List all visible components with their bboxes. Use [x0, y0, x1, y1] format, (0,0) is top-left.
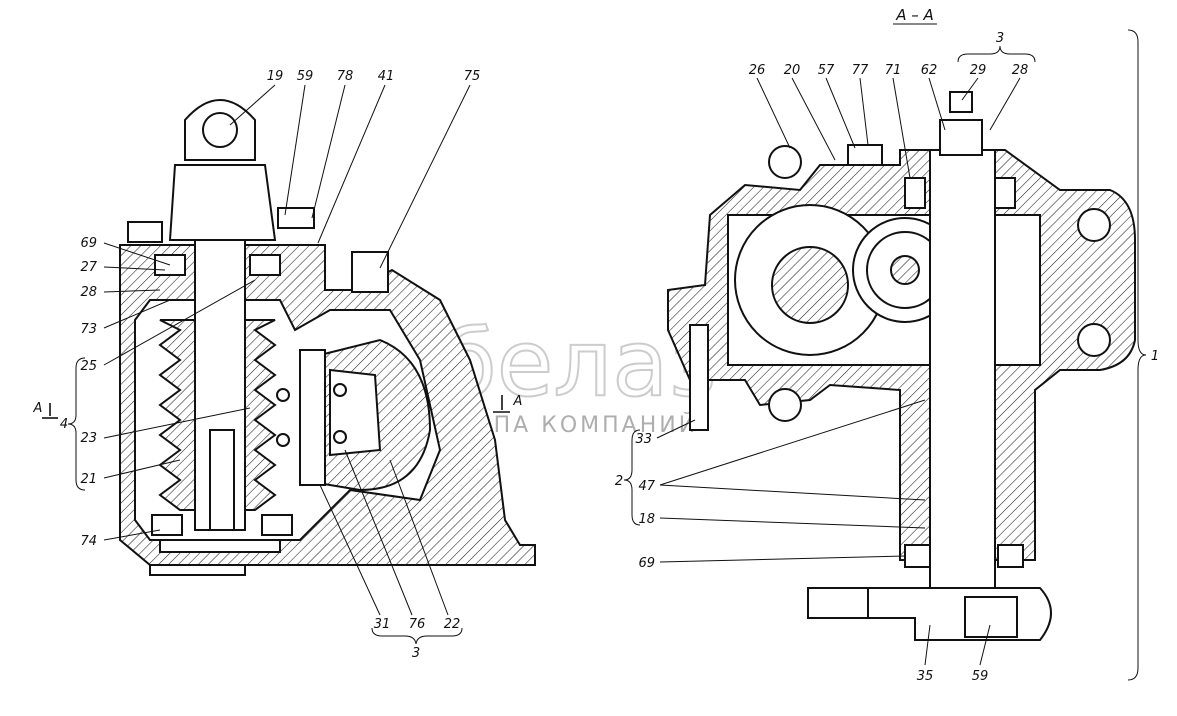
left-ball-b	[333, 430, 347, 444]
section-mark-right: А	[513, 394, 523, 409]
left-shaft-bore	[209, 429, 235, 531]
label-28: 28	[80, 285, 97, 300]
label-26: 26	[749, 63, 766, 78]
right-seal-right	[997, 544, 1024, 568]
right-bolt-hole-b	[1077, 208, 1111, 242]
left-base-strip	[149, 564, 246, 576]
left-bearing-bottom-r	[261, 514, 293, 536]
right-seal-left	[904, 544, 931, 568]
label-29: 29	[970, 63, 987, 78]
right-pin-33	[689, 324, 709, 431]
label-77: 77	[852, 63, 869, 78]
left-plug-75	[351, 251, 389, 293]
left-view: 19 59 78 41 75 69 27 28 73 25 23 21 74 4…	[33, 69, 536, 661]
right-leader-lines	[623, 29, 1147, 681]
label-20: 20	[784, 63, 801, 78]
right-bolt-hole-a	[768, 145, 802, 179]
left-bearing-top-r	[249, 254, 281, 276]
left-eye-hole	[202, 112, 238, 148]
right-bolt-hole-c	[1077, 323, 1111, 357]
right-bolt-77	[847, 144, 883, 166]
label-69-right: 69	[638, 556, 655, 571]
label-41: 41	[378, 69, 395, 84]
label-25: 25	[80, 359, 97, 374]
left-ball-d	[276, 433, 290, 447]
right-pinion-core	[890, 255, 920, 285]
group-label-3-right: 3	[996, 31, 1004, 46]
right-seal-71-right	[994, 177, 1016, 209]
section-mark-left: А	[33, 401, 43, 416]
label-59-right: 59	[972, 669, 989, 684]
label-35: 35	[917, 669, 934, 684]
label-33: 33	[635, 432, 652, 447]
label-23: 23	[80, 431, 97, 446]
right-shaft-top	[939, 119, 983, 156]
right-clamp-bolt	[964, 596, 1018, 638]
label-75: 75	[464, 69, 481, 84]
right-pitman-arm	[867, 587, 1052, 641]
group-label-1: 1	[1151, 349, 1159, 364]
label-21: 21	[80, 472, 97, 487]
left-roller-axle	[299, 349, 326, 486]
right-bolt-hole-d	[768, 388, 802, 422]
label-18: 18	[638, 512, 655, 527]
group-label-2: 2	[615, 474, 623, 489]
left-ball-a	[333, 383, 347, 397]
group-label-3-left: 3	[412, 646, 420, 661]
right-view: А – А	[615, 6, 1159, 684]
label-19: 19	[267, 69, 284, 84]
label-78: 78	[337, 69, 354, 84]
label-69: 69	[80, 236, 97, 251]
left-bearing-bottom	[151, 514, 183, 536]
label-27: 27	[80, 260, 97, 275]
left-bolt-a	[127, 221, 163, 243]
left-ball-c	[276, 388, 290, 402]
label-59: 59	[297, 69, 314, 84]
right-seal-71-left	[904, 177, 926, 209]
left-bolt-b	[277, 207, 315, 229]
right-vertical-shaft	[929, 149, 996, 591]
label-62: 62	[921, 63, 938, 78]
label-31: 31	[374, 617, 391, 632]
right-shaft-nut	[949, 91, 973, 113]
left-bottom-cover	[159, 539, 281, 553]
label-57: 57	[818, 63, 835, 78]
label-73: 73	[80, 322, 97, 337]
label-28-right: 28	[1012, 63, 1029, 78]
label-74: 74	[80, 534, 97, 549]
left-top-cap	[168, 164, 277, 241]
right-sector-hub	[771, 246, 849, 324]
label-76: 76	[409, 617, 426, 632]
group-label-4: 4	[60, 417, 68, 432]
label-47: 47	[638, 479, 655, 494]
right-arm-rod	[807, 587, 869, 619]
section-title: А – А	[895, 6, 934, 24]
left-leader-lines	[42, 84, 510, 645]
label-22: 22	[444, 617, 461, 632]
label-71: 71	[885, 63, 902, 78]
